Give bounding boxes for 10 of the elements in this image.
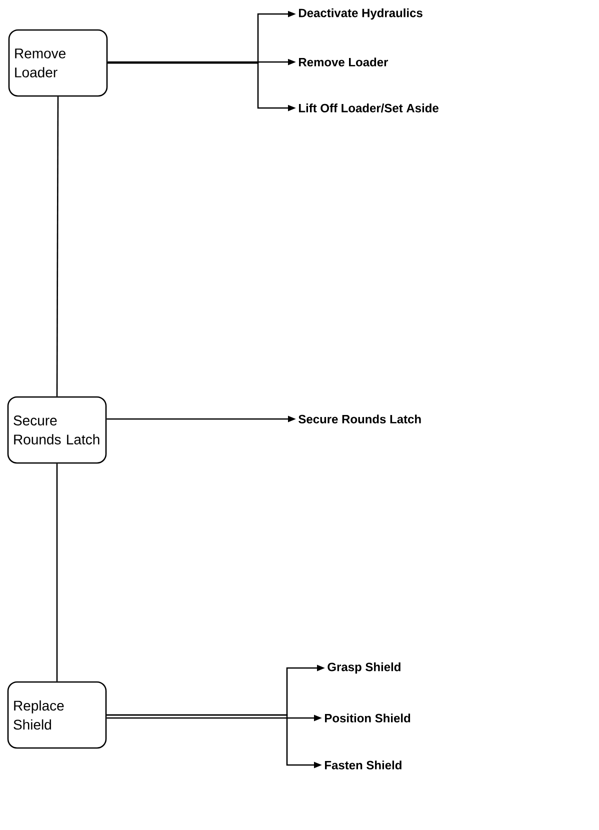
- step-label: Grasp Shield: [328, 662, 400, 674]
- step-box: Remove Loader: [8, 29, 108, 97]
- step-label: Lift Off Loader/Set Aside: [299, 104, 438, 112]
- step-box: Secure Rounds Latch: [7, 396, 107, 464]
- step-label: Remove Loader: [299, 58, 388, 66]
- step-label: Secure Rounds Latch: [298, 414, 421, 424]
- step-label: Fasten Shield: [325, 760, 402, 770]
- step-label: Position Shield: [325, 714, 410, 722]
- step-label: Deactivate Hydraulics: [299, 8, 422, 20]
- step-box: Replace Shield: [7, 681, 107, 749]
